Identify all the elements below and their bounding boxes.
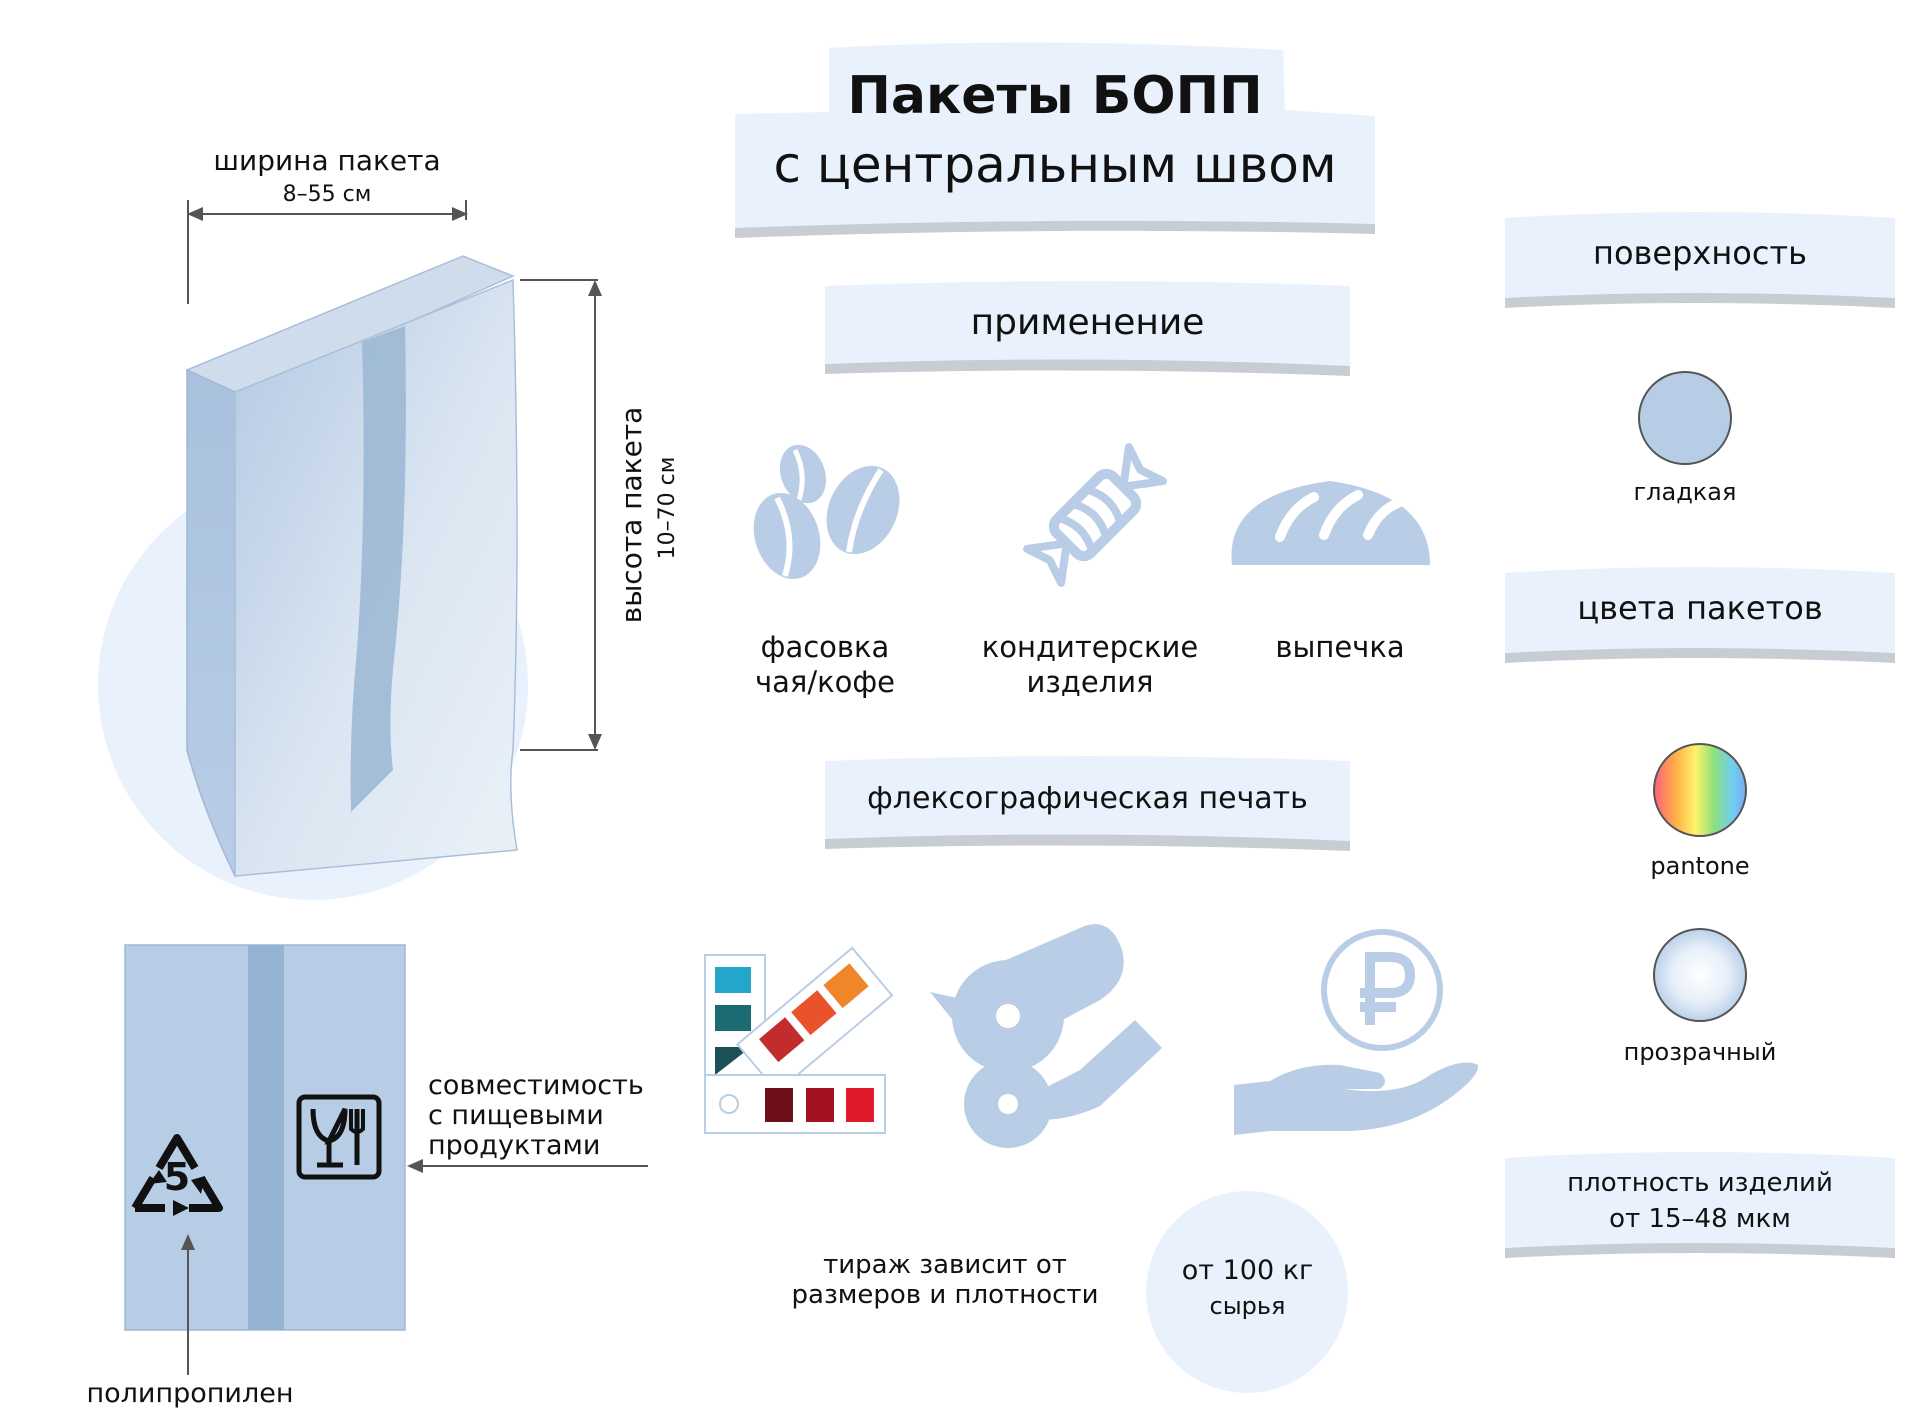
svg-text:5: 5 — [164, 1155, 190, 1199]
transparent-swatch-icon — [1653, 928, 1747, 1022]
bag-3d-illustration — [98, 255, 528, 900]
flat-bag-illustration: 5 — [124, 944, 406, 1331]
colors-banner: цвета пакетов — [1505, 565, 1895, 670]
width-value: 8–55 см — [282, 182, 372, 207]
density-line-1: плотность изделий — [1567, 1168, 1833, 1198]
surface-title: поверхность — [1593, 234, 1807, 272]
surface-label: гладкая — [1633, 478, 1737, 506]
surface-banner: поверхность — [1505, 210, 1895, 315]
recycle-5-icon: 5 — [131, 1134, 223, 1216]
bread-icon — [1231, 481, 1430, 565]
application-1-line-1: фасовка — [760, 630, 890, 664]
flexo-banner: флексографическая печать — [825, 755, 1350, 855]
color-label-transparent: прозрачный — [1623, 1038, 1777, 1066]
width-dimension-arrow — [187, 200, 468, 304]
candy-icon — [1023, 443, 1167, 587]
food-safe-icon — [296, 1094, 382, 1180]
application-2-line-1: кондитерские — [981, 630, 1199, 664]
height-value: 10–70 см — [655, 456, 680, 560]
title-line-2: с центральным швом — [773, 136, 1337, 194]
color-palette-icon — [704, 946, 894, 1134]
flexo-title: флексографическая печать — [867, 781, 1308, 816]
height-dimension-arrow — [520, 279, 602, 751]
min-order-line-2: сырья — [1209, 1292, 1286, 1320]
print-run-line-1: тираж зависит от — [823, 1250, 1067, 1280]
print-rolls-icon — [930, 924, 1162, 1148]
print-run-line-2: размеров и плотности — [791, 1280, 1099, 1310]
rainbow-swatch-icon — [1653, 743, 1747, 837]
width-label: ширина пакета — [213, 144, 441, 177]
height-label: высота пакета — [615, 406, 648, 624]
min-order-circle — [1146, 1191, 1348, 1393]
application-1-line-2: чая/кофе — [754, 665, 895, 699]
food-compat-line-3: продуктами — [428, 1130, 601, 1161]
title-banner: Пакеты БОПП с центральным швом — [735, 40, 1375, 245]
application-banner: применение — [825, 280, 1350, 380]
food-compat-arrow — [407, 1159, 648, 1173]
application-title: применение — [970, 302, 1205, 343]
density-line-2: от 15–48 мкм — [1609, 1204, 1791, 1234]
application-2-line-2: изделия — [1026, 665, 1154, 699]
food-compat-line-2: с пищевыми — [428, 1100, 604, 1131]
ruble-hand-icon — [1234, 929, 1479, 1135]
min-order-line-1: от 100 кг — [1181, 1255, 1314, 1286]
material-label: полипропилен — [86, 1378, 294, 1409]
smooth-swatch-icon — [1638, 371, 1732, 465]
coffee-beans-icon — [753, 444, 900, 579]
color-label-pantone: pantone — [1650, 852, 1750, 880]
colors-title: цвета пакетов — [1577, 589, 1823, 627]
food-compat-line-1: совместимость — [428, 1070, 644, 1101]
title-line-1: Пакеты БОПП — [847, 66, 1263, 126]
title-banner-bg — [735, 42, 1375, 238]
application-3-line-1: выпечка — [1275, 630, 1405, 664]
material-arrow — [181, 1234, 195, 1375]
density-banner: плотность изделий от 15–48 мкм — [1505, 1150, 1895, 1265]
bag-seam — [350, 326, 406, 812]
